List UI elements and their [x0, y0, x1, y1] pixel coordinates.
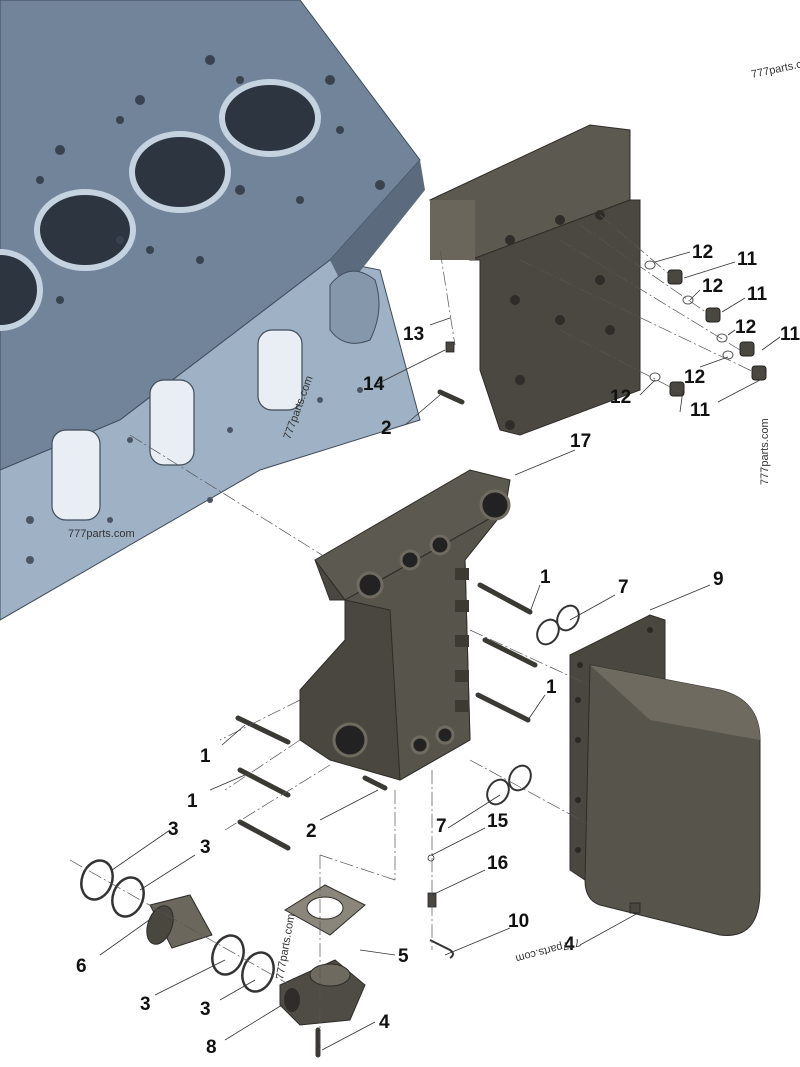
callout-15: 15 [487, 811, 509, 832]
callout-12e: 12 [610, 387, 631, 408]
callout-5: 5 [398, 946, 409, 967]
block-side-housing [329, 270, 380, 344]
callout-8: 8 [206, 1037, 217, 1058]
engine-block-ridge [330, 160, 425, 290]
o-rings-12 [644, 260, 734, 382]
bolts-1 [235, 582, 538, 851]
watermark-bottom-right: 777parts.com [514, 936, 581, 965]
callout-3d: 3 [200, 999, 211, 1020]
bolts-2 [362, 389, 465, 791]
callout-12d: 12 [684, 367, 705, 388]
o-rings-3 [80, 859, 275, 993]
gasket-5 [284, 884, 366, 936]
callout-7b: 7 [436, 816, 447, 837]
callout-11c: 11 [780, 324, 800, 345]
elbow-housing-8 [279, 959, 366, 1058]
cylinder-bores [0, 79, 321, 331]
callout-12a: 12 [692, 242, 713, 263]
callout-1b: 1 [546, 677, 557, 698]
leader-lines [99, 251, 781, 1051]
callout-13: 13 [403, 324, 424, 345]
cooler-bolts [575, 627, 653, 853]
callout-11b: 11 [747, 284, 768, 305]
o-rings-7 [486, 604, 580, 806]
callout-2a: 2 [381, 418, 392, 439]
side-holes [26, 387, 363, 564]
callout-12c: 12 [735, 317, 756, 338]
callout-11a: 11 [737, 249, 758, 270]
crankcase-windows [51, 329, 303, 521]
callout-numbers: 1 1 1 1 2 2 3 3 3 3 4 4 5 6 7 7 8 9 10 1… [76, 242, 800, 1058]
callout-17: 17 [570, 431, 591, 452]
callout-9: 9 [713, 569, 724, 590]
upper-cover-front [429, 199, 641, 436]
callout-3a: 3 [168, 819, 179, 840]
callout-1a: 1 [540, 567, 551, 588]
watermark-top-right: 777parts.com [750, 55, 800, 81]
callout-14: 14 [363, 374, 385, 395]
callout-1d: 1 [187, 791, 198, 812]
watermark-block-bottom: 777parts.com [68, 528, 135, 540]
callout-16: 16 [487, 853, 508, 874]
callout-4a: 4 [379, 1012, 390, 1033]
center-lines [69, 214, 761, 1050]
main-housing-ports [332, 489, 511, 758]
callout-6: 6 [76, 956, 87, 977]
caps-11 [667, 269, 767, 397]
callout-3c: 3 [140, 994, 151, 1015]
callout-12b: 12 [702, 276, 723, 297]
callout-1c: 1 [200, 746, 211, 767]
callout-3b: 3 [200, 837, 211, 858]
callout-11d: 11 [690, 400, 711, 421]
callout-10: 10 [508, 911, 529, 932]
main-housing-fittings [455, 568, 469, 712]
watermark-left-bottom: 777parts.com [274, 913, 297, 981]
watermark-right: 777parts.com [759, 418, 771, 485]
engine-block [0, 0, 425, 621]
deck-holes [36, 55, 385, 304]
cooler-cover [569, 614, 761, 936]
callout-7a: 7 [618, 577, 629, 598]
sleeve-6 [146, 894, 213, 949]
callout-2b: 2 [306, 821, 317, 842]
callout-4b: 4 [564, 934, 575, 955]
main-housing [299, 469, 511, 781]
upper-cover [429, 124, 641, 436]
